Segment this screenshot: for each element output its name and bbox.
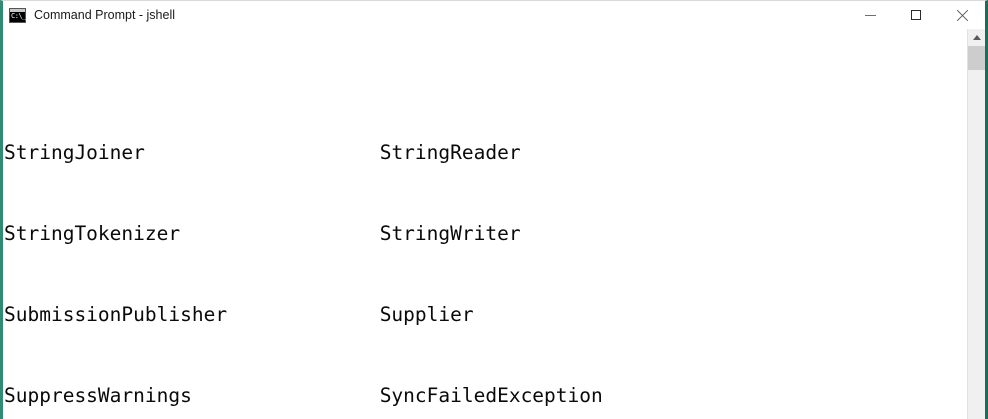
maximize-icon: [911, 10, 921, 20]
completion-col2: SyncFailedException: [379, 384, 603, 407]
close-button[interactable]: [939, 1, 985, 29]
console-output[interactable]: StringJoiner StringReader StringTokenize…: [3, 29, 967, 419]
minimize-button[interactable]: [847, 1, 893, 29]
completion-line: StringJoiner StringReader: [4, 139, 967, 166]
scroll-up-arrow-icon: [972, 35, 981, 40]
completion-line: SuppressWarnings SyncFailedException: [4, 382, 967, 409]
completion-line: StringTokenizer StringWriter: [4, 220, 967, 247]
completion-col1: StringTokenizer: [4, 222, 181, 245]
scrollbar-track[interactable]: [968, 46, 985, 419]
console-area: StringJoiner StringReader StringTokenize…: [3, 29, 985, 419]
completion-pad: [180, 222, 380, 245]
completion-pad: [227, 303, 380, 326]
completion-col2: StringWriter: [379, 222, 521, 245]
cmd-icon-text: C:\_: [11, 11, 26, 20]
window-controls: [847, 1, 985, 29]
completion-col1: SuppressWarnings: [4, 384, 192, 407]
close-icon: [956, 9, 969, 22]
console-text-buffer: StringJoiner StringReader StringTokenize…: [3, 29, 967, 419]
window-title: Command Prompt - jshell: [34, 8, 176, 22]
completion-col2: Supplier: [379, 303, 474, 326]
completion-col2: StringReader: [379, 141, 521, 164]
title-bar[interactable]: C:\_ Command Prompt - jshell: [3, 1, 985, 29]
cmd-icon-titlebar: [10, 8, 25, 12]
completion-line: SubmissionPublisher Supplier: [4, 301, 967, 328]
vertical-scrollbar[interactable]: [967, 29, 985, 419]
scrollbar-thumb[interactable]: [968, 46, 985, 70]
completion-pad: [145, 141, 380, 164]
completion-col1: SubmissionPublisher: [4, 303, 228, 326]
cmd-icon: C:\_: [9, 7, 26, 23]
completion-col1: StringJoiner: [4, 141, 145, 164]
maximize-button[interactable]: [893, 1, 939, 29]
minimize-icon: [864, 14, 876, 16]
scroll-up-button[interactable]: [968, 29, 985, 46]
title-bar-left: C:\_ Command Prompt - jshell: [3, 7, 847, 23]
completion-pad: [192, 384, 380, 407]
